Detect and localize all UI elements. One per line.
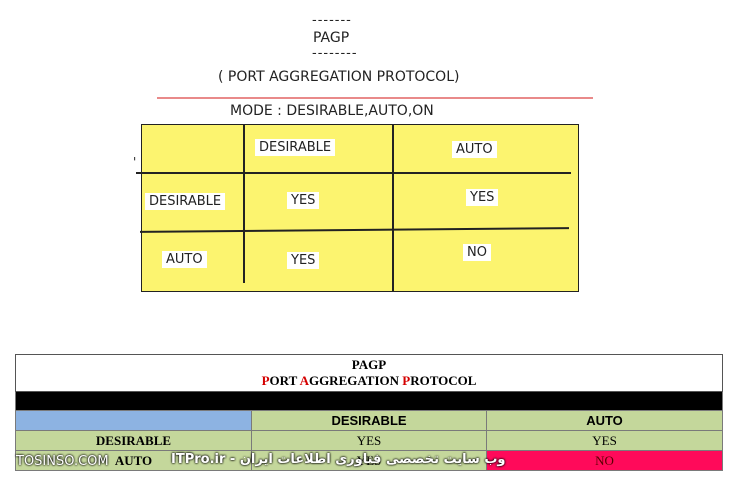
table-subtitle: PORT AGGREGATION PROTOCOL xyxy=(16,373,722,389)
matrix-col-header-desirable: DESIRABLE xyxy=(255,139,336,156)
title-dashes-top: ------- xyxy=(308,12,356,29)
watermark: TOSINSO.COM ITPro.ir - وب سایت تخصصی فنا… xyxy=(16,452,616,472)
watermark-right: ITPro.ir - وب سایت تخصصی فناوری اطلاعات … xyxy=(171,452,506,467)
title-dashes-bottom: -------- xyxy=(308,45,362,62)
matrix-cell-auto-auto: NO xyxy=(463,244,491,261)
table-corner-cell xyxy=(15,410,252,431)
table-cell-auto-desirable: YES xyxy=(251,450,487,471)
subtitle-part-p1: P xyxy=(261,373,270,388)
table-title: PAGP xyxy=(351,357,387,372)
table-col-header-desirable: DESIRABLE xyxy=(251,410,487,431)
subtitle-underline xyxy=(157,97,593,99)
pagp-table: PAGP PORT AGGREGATION PROTOCOL DESIRABLE… xyxy=(14,354,724,471)
table-cell-auto-auto: NO xyxy=(485,450,724,471)
subtitle-part-p2: P xyxy=(402,373,411,388)
matrix-cell-desirable-desirable: YES xyxy=(287,192,320,209)
diagram-title: PAGP xyxy=(309,29,354,47)
table-col-header-auto: AUTO xyxy=(485,410,724,431)
table-row-header-desirable: DESIRABLE xyxy=(15,430,252,451)
matrix-cell-auto-desirable: YES xyxy=(287,252,320,269)
matrix-line-v1 xyxy=(243,125,245,283)
watermark-left: TOSINSO.COM xyxy=(16,454,109,469)
subtitle-part-rotocol: ROTOCOL xyxy=(410,373,477,388)
table-cell-desirable-desirable: YES xyxy=(251,430,487,451)
table-cell-desirable-auto: YES xyxy=(485,430,724,451)
mode-line: MODE : DESIRABLE,AUTO,ON xyxy=(230,103,434,119)
subtitle-part-a: A xyxy=(299,373,309,388)
matrix-line-v2 xyxy=(392,125,394,291)
subtitle-part-ggregation: GGREGATION xyxy=(308,373,403,388)
table-title-cell: PAGP PORT AGGREGATION PROTOCOL xyxy=(14,354,724,392)
tick-mark: ' xyxy=(133,155,137,169)
matrix-cell-desirable-auto: YES xyxy=(466,189,499,206)
matrix-row-header-auto: AUTO xyxy=(162,251,207,268)
matrix-line-h2 xyxy=(140,227,569,233)
diagram-subtitle: ( PORT AGGREGATION PROTOCOL) xyxy=(218,69,460,85)
matrix-col-header-auto: AUTO xyxy=(452,141,497,158)
table-row-header-auto: AUTO xyxy=(15,450,252,471)
table-separator-bar xyxy=(14,391,724,411)
matrix-row-header-desirable: DESIRABLE xyxy=(145,193,226,210)
matrix-line-h1 xyxy=(136,172,571,174)
subtitle-part-ort: ORT xyxy=(269,373,300,388)
